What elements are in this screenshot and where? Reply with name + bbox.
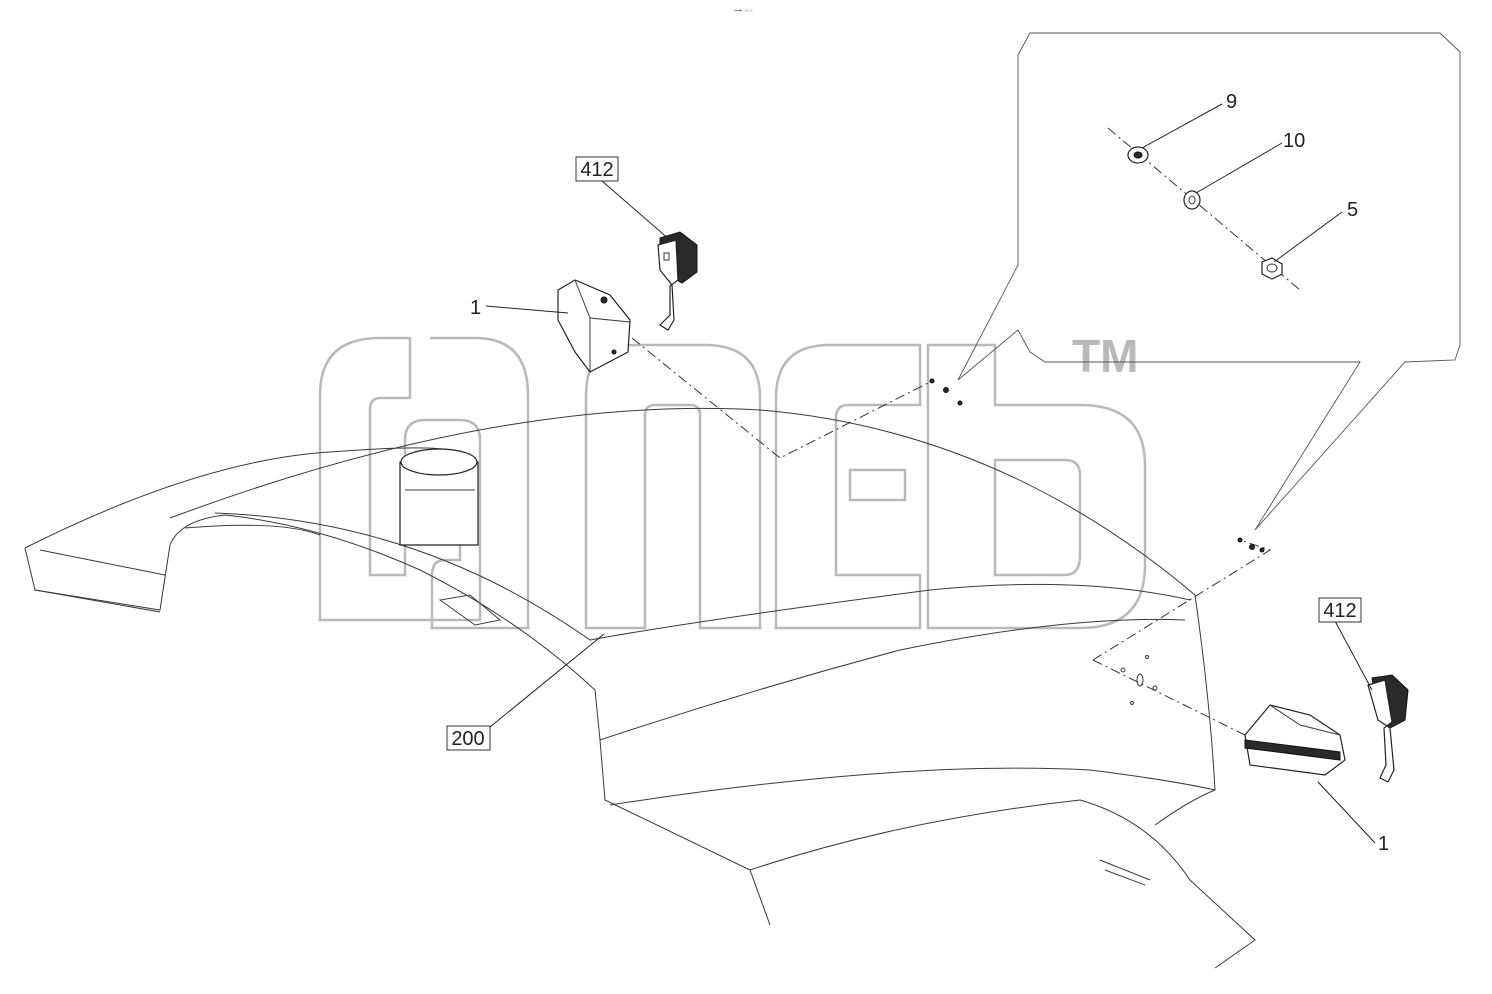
fender-assembly: [24, 407, 1256, 969]
callout-washer: 9: [1226, 91, 1237, 113]
right-bracket-part: [1244, 704, 1346, 776]
callout-lamp-left: 412: [575, 156, 619, 182]
callout-fender-label: 200: [451, 728, 484, 750]
detail-view-outline: [957, 32, 1461, 531]
watermark-trademark: TM: [1072, 330, 1138, 382]
nut-part: [1261, 257, 1283, 280]
callout-lamp-right: 412: [1318, 597, 1362, 623]
callout-lock-washer: 10: [1283, 130, 1305, 152]
callout-nut: 5: [1347, 199, 1358, 221]
callout-fender: 200: [446, 725, 491, 751]
fastener-dots: [929, 378, 1265, 553]
right-lamp-part: [1367, 674, 1409, 783]
washer-part: [1127, 146, 1149, 164]
callout-bracket-right: 1: [1378, 833, 1389, 855]
header-mark: ⊶ ◦◦◦: [734, 6, 753, 15]
lock-washer-part: [1183, 190, 1201, 210]
left-bracket-part: [557, 279, 631, 373]
callout-lamp-right-label: 412: [1323, 600, 1356, 622]
callout-bracket-left: 1: [470, 297, 481, 319]
callout-lamp-left-label: 412: [580, 159, 613, 181]
left-lamp-part: [657, 231, 698, 331]
